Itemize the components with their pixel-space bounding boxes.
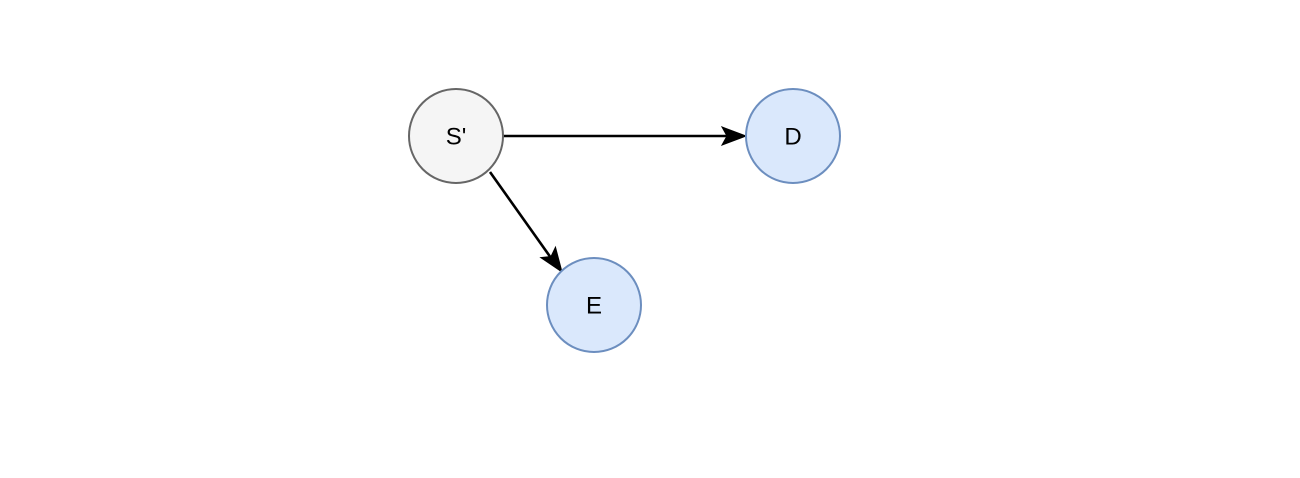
- node-e-circle[interactable]: [546, 257, 642, 353]
- edge-line-s-prime-to-e[interactable]: [488, 171, 558, 266]
- node-s-prime[interactable]: S': [408, 88, 504, 184]
- node-e[interactable]: E: [546, 257, 642, 353]
- node-d[interactable]: D: [745, 88, 841, 184]
- arrowhead-icon-to-d: [720, 126, 748, 146]
- edge-layer: [488, 126, 748, 277]
- edge-s-prime-to-e[interactable]: [488, 171, 569, 277]
- node-layer: S' D E: [408, 88, 841, 353]
- node-d-circle[interactable]: [745, 88, 841, 184]
- arrowhead-icon-to-e: [539, 245, 563, 274]
- node-s-prime-circle[interactable]: [408, 88, 504, 184]
- edge-s-prime-to-d[interactable]: [503, 126, 748, 146]
